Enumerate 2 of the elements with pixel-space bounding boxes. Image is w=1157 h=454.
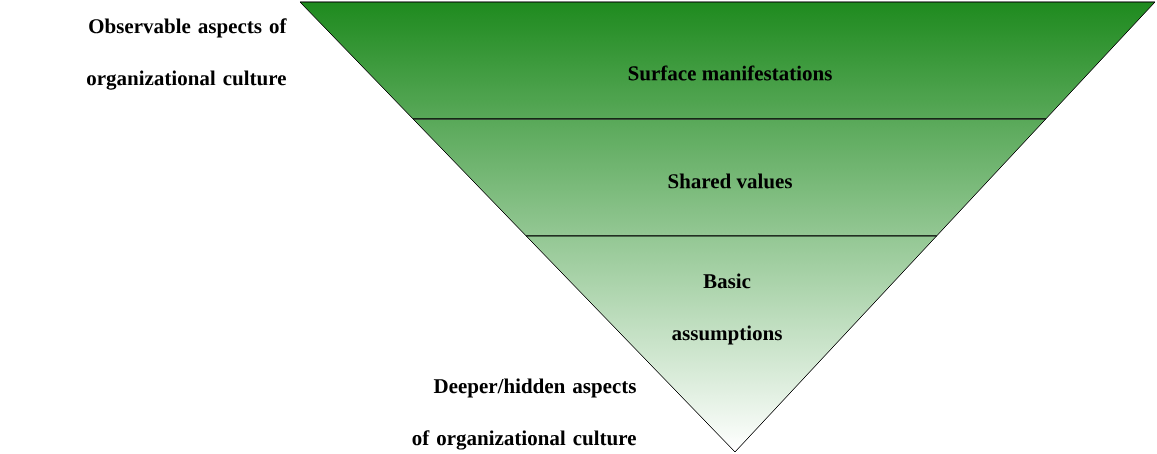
pyramid-band: Shared values (412, 118, 1047, 237)
pyramid-band: Surface manifestations (299, 1, 1156, 120)
